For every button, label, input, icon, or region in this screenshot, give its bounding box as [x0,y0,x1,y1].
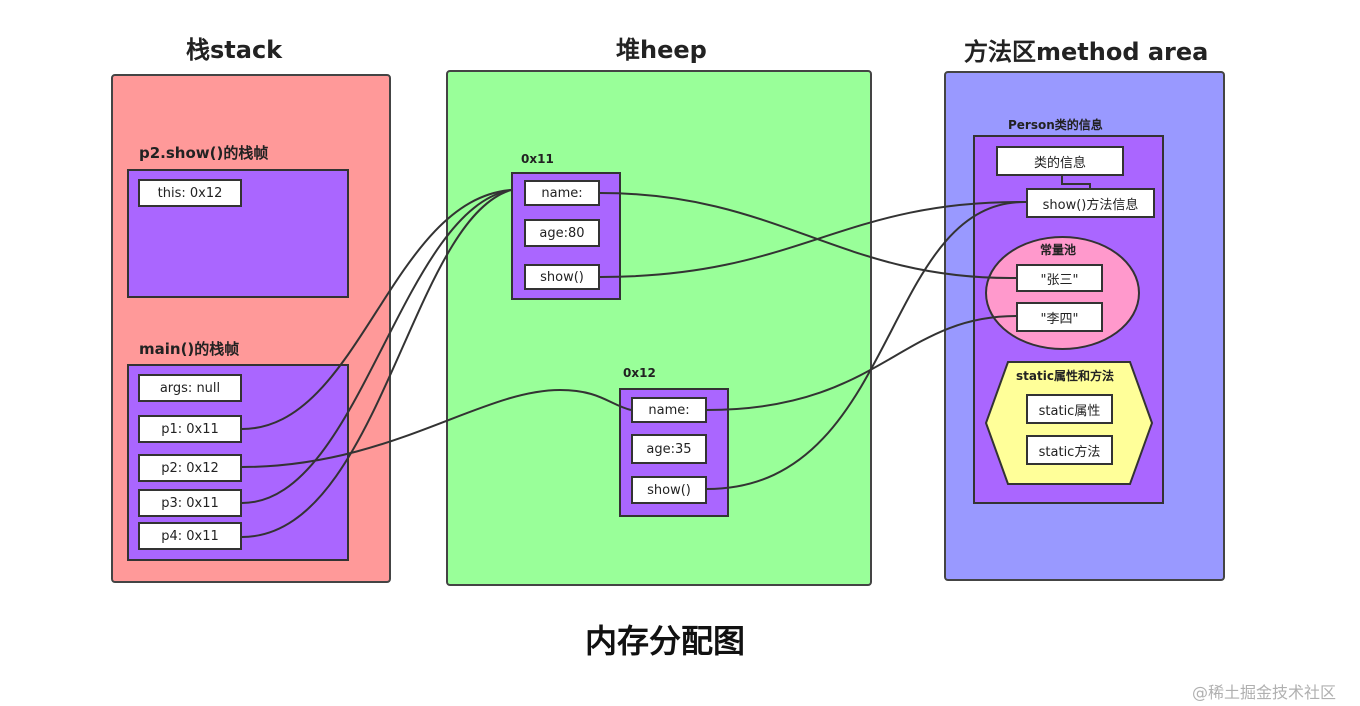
diagram-caption: 内存分配图 [585,622,746,660]
watermark: @稀土掘金技术社区 [1192,683,1337,702]
object-0x11-show-field: show() [524,264,600,290]
object-0x12-age-field: age:35 [631,434,707,464]
constant-pool-label: 常量池 [1040,243,1077,257]
object-0x11-name-field: name: [524,180,600,206]
object-0x12-show-field: show() [631,476,707,504]
main-frame-label: main()的栈帧 [139,340,240,358]
constant-lisi: "李四" [1016,302,1103,332]
show-method-info-cell: show()方法信息 [1026,188,1155,218]
stack-title: 栈stack [186,36,283,64]
static-method-cell: static方法 [1026,435,1113,465]
p4-cell: p4: 0x11 [138,522,242,550]
class-info-cell: 类的信息 [996,146,1124,176]
object-0x11-address: 0x11 [521,152,554,166]
object-0x11-age-field: age:80 [524,219,600,247]
static-property-cell: static属性 [1026,394,1113,424]
heap-title: 堆heep [616,36,707,64]
show-frame-label: p2.show()的栈帧 [139,144,269,162]
p3-cell: p3: 0x11 [138,489,242,517]
constant-zhangsan: "张三" [1016,264,1103,292]
p2-cell: p2: 0x12 [138,454,242,482]
method-area-title: 方法区method area [964,38,1209,66]
static-area-label: static属性和方法 [1016,369,1114,383]
person-class-label: Person类的信息 [1008,118,1103,132]
args-cell: args: null [138,374,242,402]
object-0x12-name-field: name: [631,397,707,423]
p1-cell: p1: 0x11 [138,415,242,443]
this-reference-cell: this: 0x12 [138,179,242,207]
object-0x12-address: 0x12 [623,366,656,380]
